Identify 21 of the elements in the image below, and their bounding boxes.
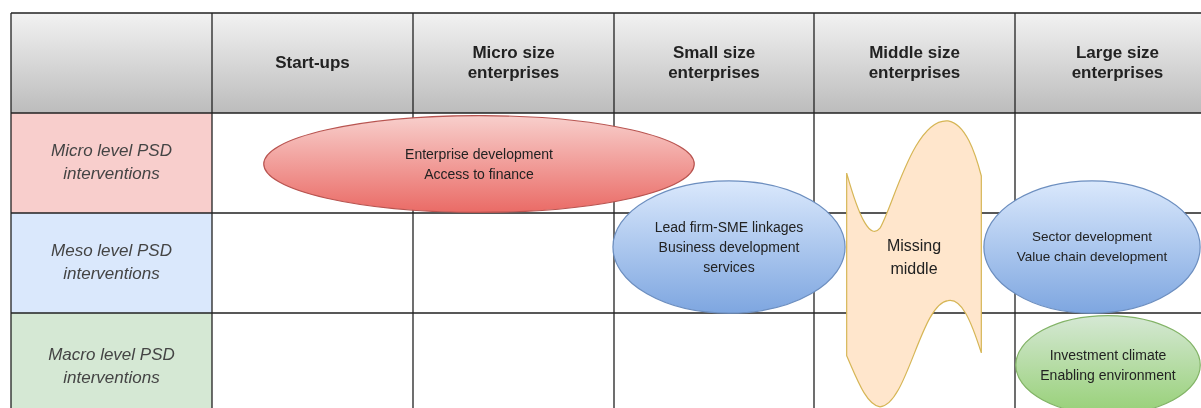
node-text: Enabling environment — [1040, 366, 1176, 385]
row-header: Meso level PSD interventions — [11, 213, 212, 313]
column-header: Small size enterprises — [614, 13, 814, 113]
column-header: Micro size enterprises — [413, 13, 614, 113]
node-text: Missing middle — [885, 235, 943, 279]
row-header: Micro level PSD interventions — [11, 113, 212, 213]
node-text: Value chain development — [1016, 248, 1168, 266]
column-header: Large size enterprises — [1015, 13, 1201, 113]
oval-shape — [262, 115, 696, 213]
node-text: Enterprise development — [405, 144, 553, 164]
node-text: Access to finance — [424, 165, 534, 184]
oval-shape — [612, 180, 846, 314]
node-text: Investment climate — [1049, 345, 1167, 365]
node-text: Lead firm-SME linkages — [654, 217, 804, 237]
node-text: Sector development — [1031, 228, 1153, 247]
column-header: Middle size enterprises — [814, 13, 1015, 113]
oval-shape — [983, 180, 1201, 314]
node-text: Business development services — [657, 237, 801, 278]
wave-shape — [846, 118, 982, 408]
row-header: Macro level PSD interventions — [11, 313, 212, 408]
column-header: Start-ups — [212, 13, 413, 113]
